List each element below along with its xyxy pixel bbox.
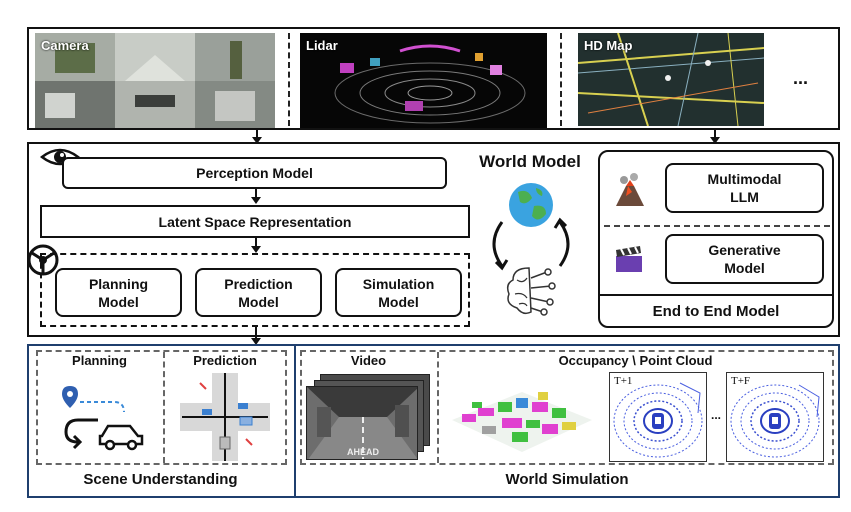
world-model-title: World Model: [479, 152, 581, 171]
scene-understanding-title: Scene Understanding: [83, 471, 238, 488]
t-plus-f-label: T+F: [731, 375, 751, 387]
latent-space-box: Latent Space Representation: [40, 205, 470, 238]
lidar-image: [300, 33, 547, 128]
point-cloud-frame-t1: T+1: [609, 372, 707, 462]
volcano-icon: [612, 172, 646, 213]
planning-label: Planning: [72, 353, 127, 368]
task-models-group: [40, 253, 470, 327]
arrow-latent-to-models: [255, 238, 257, 247]
end-to-end-title: End to End Model: [652, 303, 780, 320]
arrow-perception-to-latent: [255, 189, 257, 198]
world-simulation-dashed: [300, 350, 834, 465]
camera-label: Camera: [41, 38, 89, 53]
t-plus-1-label: T+1: [614, 375, 633, 387]
arrow-sensors-to-end-to-end-head: [710, 137, 720, 144]
planning-model-box: Planning Model: [55, 268, 182, 317]
frames-ellipsis: ...: [711, 408, 722, 422]
sensor-divider-2: [560, 33, 562, 126]
video-label: Video: [350, 353, 387, 368]
scene-understanding-divider: [163, 352, 165, 463]
brain-network-icon: [503, 262, 559, 323]
scene-understanding-dashed: [36, 350, 287, 465]
perception-model-box: Perception Model: [62, 157, 447, 189]
outputs-panel: [27, 344, 840, 498]
prediction-label: Prediction: [193, 353, 257, 368]
sensor-divider-1: [288, 33, 290, 126]
arrow-sensors-to-world-model-head: [252, 137, 262, 144]
more-sensors-ellipsis: ...: [793, 68, 809, 88]
arrow-models-to-outputs: [255, 327, 257, 339]
hd-map-image: [578, 33, 764, 126]
arrow-latent-to-models-head: [251, 246, 261, 253]
arrow-sensors-to-world-model-line: [256, 130, 258, 139]
occupancy-grid-image: [442, 372, 602, 464]
occupancy-label: Occupancy \ Point Cloud: [558, 353, 713, 368]
video-frames: AHEAD: [306, 374, 434, 462]
intersection-prediction-icon: [180, 373, 270, 466]
hd-map-label: HD Map: [584, 38, 633, 53]
cycle-arrows-icon: [484, 214, 578, 279]
outputs-panel-divider: [294, 344, 296, 498]
arrow-perception-to-latent-head: [251, 197, 261, 204]
generative-model-box: Generative Model: [665, 234, 824, 284]
route-planning-icon: [58, 382, 146, 457]
hd-map-thumbnail: HD Map: [578, 33, 764, 126]
clapperboard-icon: [614, 246, 644, 279]
end-to-end-title-divider: [598, 294, 834, 296]
lidar-thumbnail: Lidar: [300, 33, 547, 128]
point-cloud-frame-tf: T+F: [726, 372, 824, 462]
video-frame-front: AHEAD: [306, 386, 418, 460]
arrow-sensors-to-end-to-end-line: [714, 130, 716, 139]
arrow-models-to-outputs-head: [251, 338, 261, 345]
globe-icon: [506, 180, 556, 235]
camera-thumbnail: Camera: [35, 33, 275, 128]
prediction-model-box: Prediction Model: [195, 268, 322, 317]
simulation-model-box: Simulation Model: [335, 268, 462, 317]
world-simulation-divider: [437, 352, 439, 463]
multimodal-llm-box: Multimodal LLM: [665, 163, 824, 213]
lidar-label: Lidar: [306, 38, 338, 53]
end-to-end-divider: [604, 225, 830, 227]
end-to-end-panel: [598, 150, 834, 328]
camera-image: [35, 33, 275, 128]
video-road-sign-text: AHEAD: [347, 447, 380, 457]
world-simulation-title: World Simulation: [505, 471, 629, 488]
